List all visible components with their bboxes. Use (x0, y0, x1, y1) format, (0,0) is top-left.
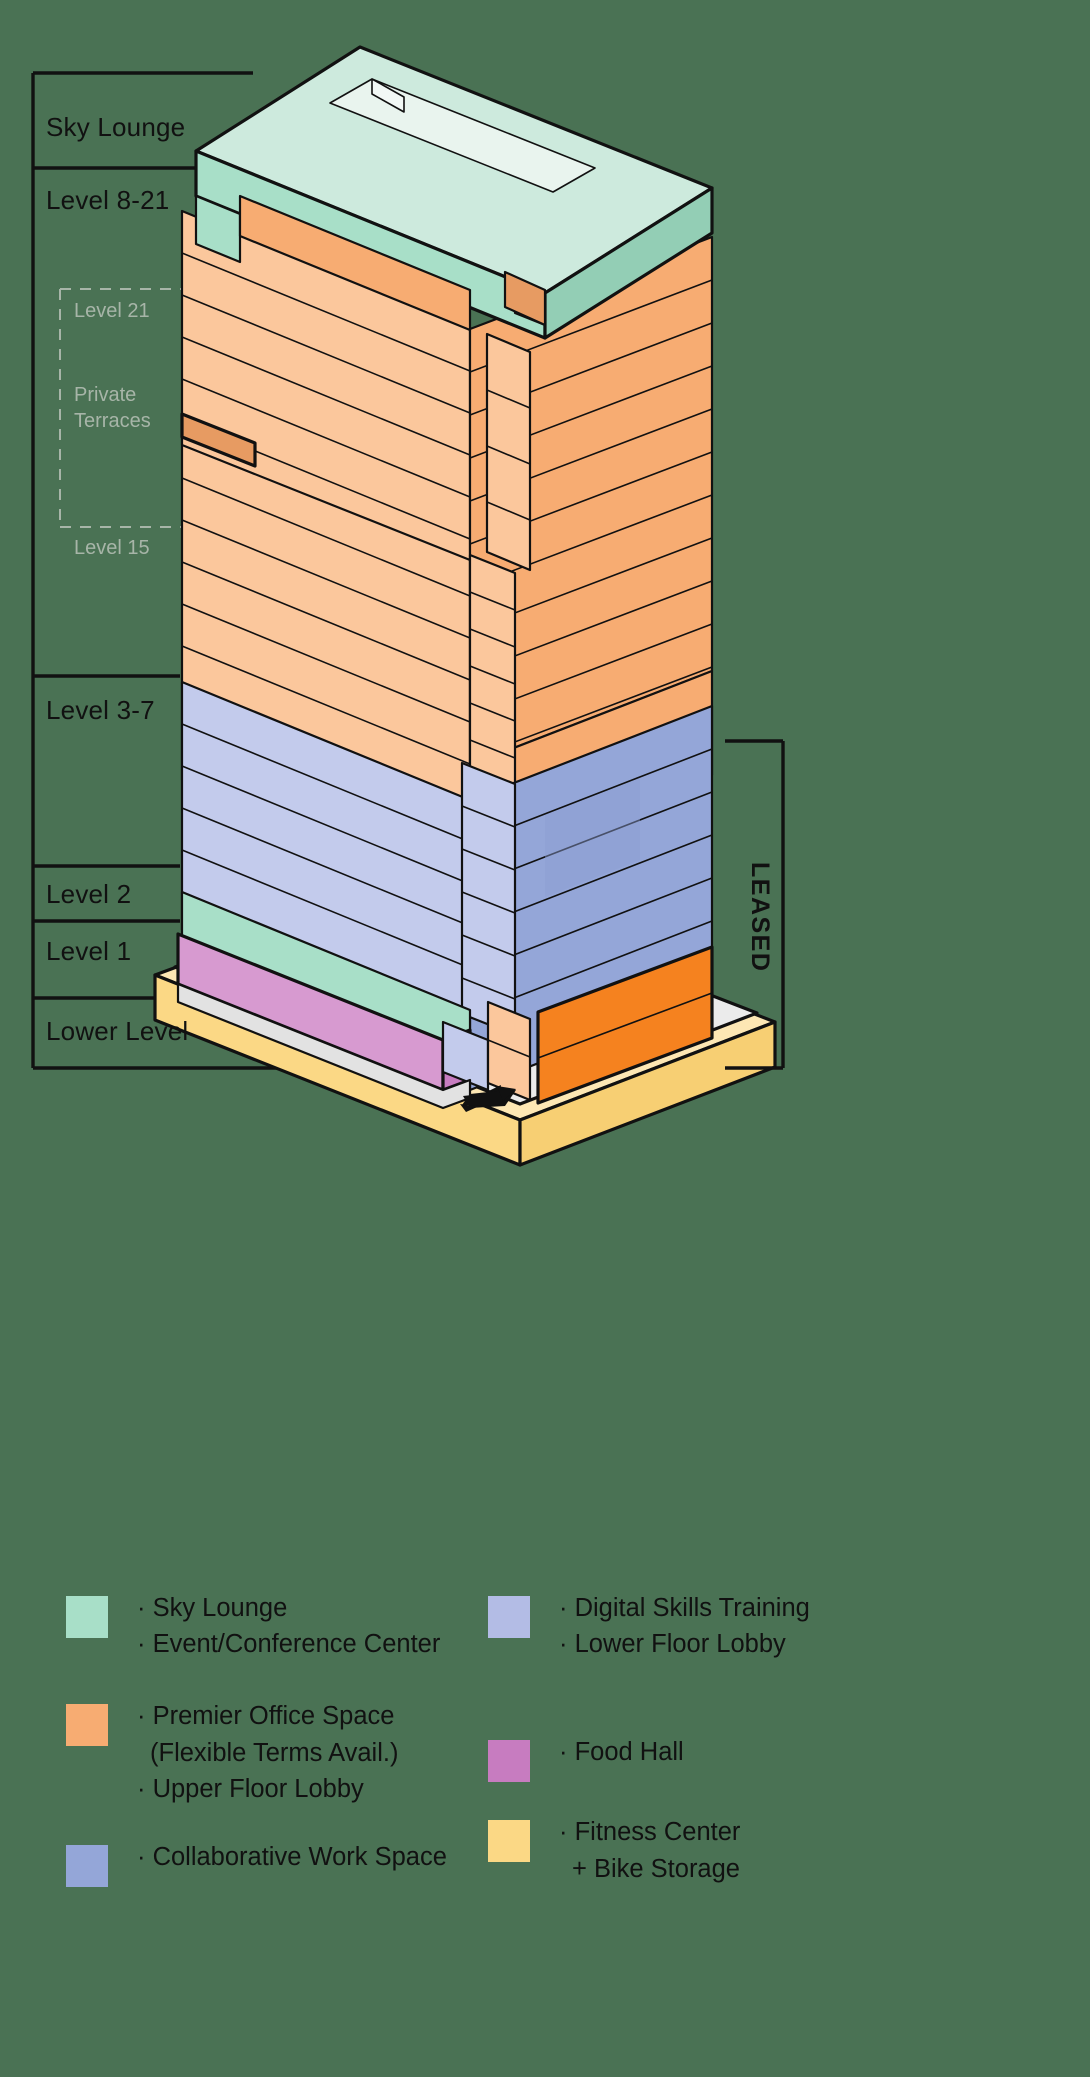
legend-line: · Lower Floor Lobby (559, 1630, 786, 1659)
level-1-lower-lobby (441, 1020, 490, 1092)
entrance-arrow (460, 1085, 516, 1112)
legend-line: · Digital Skills Training (559, 1594, 810, 1622)
level-label-2: Level 2 (46, 879, 132, 909)
leased-bracket-label: LEASED (746, 862, 774, 973)
legend-item-fitness-center[interactable]: · Fitness Center + Bike Storage (488, 1814, 958, 1886)
legend-text-collaborative-work: · Collaborative Work Space (137, 1839, 447, 1875)
legend-item-premier-office[interactable]: · Premier Office Space (Flexible Terms A… (66, 1698, 536, 1807)
legend-column-right: · Digital Skills Training · Lower Floor … (488, 1590, 958, 1887)
terrace-label-terraces: Terraces (74, 410, 151, 432)
legend-text-fitness-center: · Fitness Center + Bike Storage (559, 1814, 740, 1886)
legend-swatch-food-hall (488, 1740, 530, 1783)
level-label-sky-lounge: Sky Lounge (46, 112, 186, 142)
legend-swatch-sky-lounge (66, 1596, 108, 1638)
legend-text-sky-lounge: · Sky Lounge · Event/Conference Center (137, 1590, 440, 1662)
legend-swatch-collaborative-work (66, 1845, 108, 1888)
legend-line: · Upper Floor Lobby (137, 1774, 364, 1803)
legend-item-food-hall[interactable]: · Food Hall (488, 1734, 958, 1783)
terrace-label-level-15: Level 15 (74, 537, 150, 559)
legend-line-sub: (Flexible Terms Avail.) (150, 1738, 399, 1767)
legend-line: · Fitness Center (559, 1818, 741, 1847)
level-label-boxes (31, 71, 298, 1070)
legend-swatch-premier-office (66, 1704, 108, 1747)
legend-swatch-fitness-center (488, 1820, 530, 1863)
legend-line: · Food Hall (559, 1738, 684, 1767)
leased-bracket (725, 739, 785, 1070)
level-1-entrance-core (486, 1000, 532, 1102)
legend-swatch-digital-skills (488, 1596, 530, 1638)
legend-text-premier-office: · Premier Office Space (Flexible Terms A… (137, 1698, 398, 1807)
legend-text-food-hall: · Food Hall (559, 1734, 684, 1770)
legend-line: · Premier Office Space (137, 1702, 395, 1731)
legend-column-left: · Sky Lounge · Event/Conference Center ·… (66, 1590, 536, 1888)
legend-line: · Event/Conference Center (137, 1630, 441, 1659)
upper-lobby-band (238, 194, 547, 332)
levels-3-7-core-shaft (460, 761, 517, 1037)
legend-item-collaborative-work[interactable]: · Collaborative Work Space (66, 1839, 536, 1888)
legend-line-sub: + Bike Storage (572, 1854, 740, 1883)
terrace-label-level-21: Level 21 (74, 300, 150, 322)
legend-text-digital-skills: · Digital Skills Training · Lower Floor … (559, 1590, 810, 1662)
legend-item-digital-skills[interactable]: · Digital Skills Training · Lower Floor … (488, 1590, 958, 1662)
level-label-lower: Lower Level (46, 1016, 189, 1046)
level-label-1: Level 1 (46, 936, 132, 966)
level-label-3-7: Level 3-7 (46, 695, 155, 725)
legend-item-sky-lounge[interactable]: · Sky Lounge · Event/Conference Center (66, 1590, 536, 1662)
tower-core-shaft (468, 332, 532, 792)
level-label-8-21: Level 8-21 (46, 185, 170, 215)
lower-level-entrance-orange (536, 945, 714, 1105)
terrace-label-private: Private (74, 384, 137, 406)
legend-line: · Collaborative Work Space (137, 1843, 447, 1872)
tower-setback-step (180, 412, 257, 468)
legend-line: · Sky Lounge (137, 1594, 288, 1622)
